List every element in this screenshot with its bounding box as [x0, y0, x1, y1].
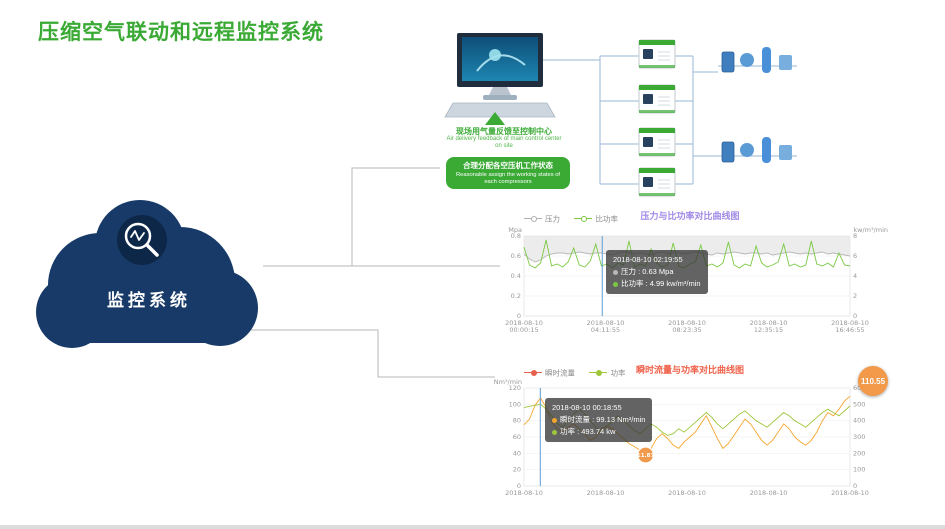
chart-header: 压力 比功率 压力与比功率对比曲线图 [490, 206, 890, 224]
assign-box: 合理分配各空压机工作状态 Reasonable assign the worki… [446, 157, 570, 189]
svg-text:Mpa: Mpa [508, 226, 522, 234]
compressor-unit [638, 127, 676, 157]
chart-tooltip: 2018-08-10 00:18:55 瞬时流量 : 99.13 Nm³/min… [545, 398, 653, 442]
legend-marker-icon [524, 215, 542, 222]
svg-text:0.4: 0.4 [511, 272, 521, 280]
tooltip-row: 比功率 : 4.99 kw/m³/min [613, 278, 701, 290]
legend-marker-icon [524, 369, 542, 376]
svg-text:8: 8 [853, 232, 857, 240]
pressure-power-chart: 压力 比功率 压力与比功率对比曲线图 0 0.2 0.4 0.6 0.8 0 2 4 6 8 Mpa… [490, 206, 890, 340]
equipment-cluster [717, 46, 798, 74]
svg-text:4: 4 [853, 272, 857, 280]
chart-header: 瞬时流量 功率 瞬时流量与功率对比曲线图 [490, 360, 890, 378]
connector-bottom [245, 329, 495, 378]
svg-text:2018-08-10: 2018-08-10 [831, 489, 869, 497]
control-computer-icon [444, 33, 556, 118]
svg-text:0: 0 [853, 312, 857, 320]
svg-text:Nm³/min: Nm³/min [494, 378, 522, 386]
chart-legend: 压力 比功率 [524, 210, 628, 228]
svg-text:2018-08-10: 2018-08-10 [587, 489, 625, 497]
tooltip-title: 2018-08-10 02:19:55 [613, 255, 683, 264]
svg-text:500: 500 [853, 400, 865, 408]
svg-text:0.6: 0.6 [511, 252, 521, 260]
legend-marker-icon [574, 215, 593, 222]
svg-text:0: 0 [517, 312, 521, 320]
svg-text:2018-08-10: 2018-08-10 [668, 489, 706, 497]
svg-text:11.87: 11.87 [637, 453, 655, 459]
page-title: 压缩空气联动和远程监控系统 [38, 21, 324, 44]
feedback-label-en: Air delivery feedback of main control ce… [446, 136, 562, 150]
svg-text:0.8: 0.8 [511, 232, 521, 240]
chart-legend: 瞬时流量 功率 [524, 364, 635, 382]
system-diagram [435, 25, 815, 215]
svg-text:120: 120 [509, 384, 521, 392]
svg-text:2018-08-10: 2018-08-10 [505, 489, 543, 497]
svg-text:100: 100 [853, 466, 865, 474]
tooltip-row: 压力 : 0.63 Mpa [613, 266, 701, 278]
svg-text:0.2: 0.2 [511, 292, 521, 300]
assign-label-en: Reasonable assign the working states of … [455, 172, 561, 185]
series-dot-icon [552, 417, 557, 423]
compressor-unit [638, 39, 676, 69]
feedback-label-cn: 现场用气量反馈至控制中心 [456, 127, 552, 136]
svg-text:kw/m³/min: kw/m³/min [853, 226, 888, 234]
compressor-unit [638, 84, 676, 114]
series-dot-icon [613, 269, 618, 275]
keyboard-icon [444, 102, 556, 118]
svg-text:40: 40 [513, 449, 521, 457]
slide-bottom-edge [0, 525, 945, 529]
diagram-svg [444, 33, 798, 197]
svg-text:0: 0 [517, 482, 521, 490]
compressor-unit [638, 167, 676, 197]
network-lines [543, 55, 718, 185]
legend-marker-icon [589, 369, 608, 376]
flow-power-chart: 瞬时流量 功率 瞬时流量与功率对比曲线图 0 20 40 60 80 100 120 0 100… [490, 360, 890, 508]
chart-title: 压力与比功率对比曲线图 [640, 211, 740, 221]
assign-label-cn: 合理分配各空压机工作状态 [463, 161, 553, 170]
series-dot-icon [552, 429, 557, 435]
svg-text:400: 400 [853, 417, 865, 425]
cloud-label: 监控系统 [107, 291, 191, 310]
svg-text:100: 100 [509, 400, 521, 408]
legend-item-pressure: 压力 [524, 210, 560, 227]
series-dot-icon [613, 281, 618, 287]
svg-text:80: 80 [513, 417, 521, 425]
svg-text:200: 200 [853, 449, 865, 457]
svg-text:6: 6 [853, 252, 857, 260]
tooltip-title: 2018-08-10 00:18:55 [552, 403, 622, 412]
svg-text:0: 0 [853, 482, 857, 490]
up-arrow-icon [485, 112, 505, 125]
connector-top [263, 167, 440, 267]
tooltip-row: 瞬时流量 : 99.13 Nm³/min [552, 414, 645, 426]
chart-tooltip: 2018-08-10 02:19:55 压力 : 0.63 Mpa 比功率 : … [606, 250, 708, 294]
svg-text:2018-08-10: 2018-08-10 [750, 489, 788, 497]
cloud-shape [36, 200, 258, 348]
svg-text:20: 20 [513, 466, 521, 474]
magnifier-pulse-icon [117, 215, 167, 265]
tooltip-row: 功率 : 493.74 kw [552, 426, 645, 438]
legend-item-specific-power: 比功率 [574, 210, 618, 227]
equipment-cluster [717, 136, 798, 164]
chart-title: 瞬时流量与功率对比曲线图 [635, 365, 744, 375]
svg-text:2: 2 [853, 292, 857, 300]
legend-item-flow: 瞬时流量 [524, 364, 575, 381]
svg-text:60: 60 [513, 433, 521, 441]
legend-item-power: 功率 [589, 364, 625, 381]
monitoring-cloud: 监控系统 [30, 190, 268, 358]
svg-text:300: 300 [853, 433, 865, 441]
end-value-badge: 110.55 [858, 366, 888, 396]
